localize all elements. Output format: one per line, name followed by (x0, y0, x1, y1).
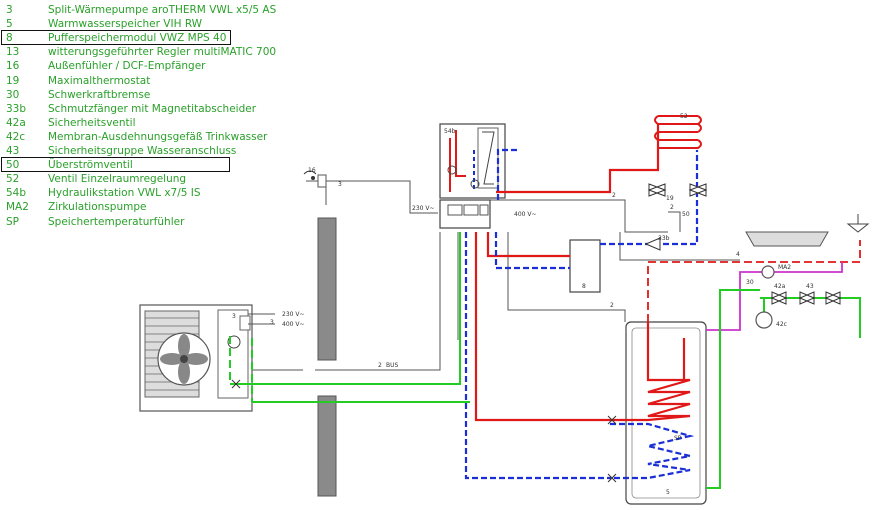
valves (231, 183, 842, 483)
legend-item: 30 Schwerkraftbremse (0, 88, 330, 102)
fan-icon (160, 334, 208, 384)
label-230v-b: 230 V~ (412, 205, 435, 212)
legend-item: 54b Hydraulikstation VWL x7/5 IS (0, 186, 330, 200)
label-30: 30 (746, 279, 754, 286)
legend-item: 43 Sicherheitsgruppe Wasseranschluss (0, 144, 330, 158)
controller-13 (439, 199, 491, 229)
legend-item: 19 Maximalthermostat (0, 74, 330, 88)
label-400v-a: 400 V~ (282, 321, 305, 328)
legend-item: MA2 Zirkulationspumpe (0, 200, 330, 214)
legend-item-text: Membran-Ausdehnungsgefäß Trinkwasser (48, 130, 268, 143)
legend-item: 50 Überströmventil (0, 158, 330, 172)
legend-item: 8 Pufferspeichermodul VWZ MPS 40 (0, 31, 330, 45)
legend-item-number: 30 (6, 88, 20, 101)
legend-item-text: Sicherheitsventil (48, 116, 136, 129)
label-33b: 33b (658, 235, 670, 242)
legend-item: 5 Warmwasserspeicher VIH RW (0, 17, 330, 31)
legend-highlight-box (1, 157, 230, 173)
legend-item-number: 3 (6, 4, 13, 16)
legend-item-number: SP (6, 215, 19, 228)
label-5: 5 (666, 489, 670, 496)
legend-item-number: 43 (6, 145, 20, 157)
legend-item: 52 Ventil Einzelraumregelung (0, 172, 330, 186)
legend-item-text: Split-Wärmepumpe aroTHERM VWL x5/5 AS (48, 4, 277, 16)
label-16: 16 (308, 167, 316, 174)
legend-item-number: 13 (6, 46, 20, 59)
legend-item: 42c Membran-Ausdehnungsgefäß Trinkwasser (0, 130, 330, 144)
legend-item: 33b Schmutzfänger mit Magnetitabscheider (0, 102, 330, 116)
label-3b: 3 (232, 313, 236, 320)
tap-icon (745, 214, 870, 247)
label-2c: 2 (610, 302, 614, 309)
legend-item-text: Pufferspeichermodul VWZ MPS 40 (48, 32, 227, 45)
legend-item-text: Außenfühler / DCF-Empfänger (48, 60, 206, 73)
legend-item-text: Überströmventil (48, 159, 133, 172)
legend-highlight-box (1, 30, 231, 46)
legend-item-text: witterungsgeführter Regler multiMATIC 70… (48, 46, 277, 59)
legend-item-text: Speichertemperaturfühler (48, 215, 185, 228)
legend-item-number: 5 (6, 18, 13, 31)
legend-item-number: 33b (6, 102, 27, 115)
label-2a: 2 (378, 362, 382, 369)
legend-item-text: Schwerkraftbremse (48, 88, 151, 101)
buffer-module-8 (569, 239, 601, 293)
dhw-cylinder-5 (610, 321, 707, 505)
legend-item-number: 16 (6, 60, 20, 73)
label-54b: 54b (444, 128, 456, 135)
label-42a: 42a (774, 283, 786, 290)
legend-item-text: Ventil Einzelraumregelung (48, 173, 187, 186)
expansion-vessel-42c-icon (755, 311, 773, 329)
label-400v-b: 400 V~ (514, 211, 537, 218)
label-2d: 2 (670, 204, 674, 211)
outdoor-heat-pump-unit (139, 304, 253, 412)
legend-item: 13 witterungsgeführter Regler multiMATIC … (0, 45, 330, 59)
label-230v-a: 230 V~ (282, 311, 305, 318)
legend-item-text: Maximalthermostat (48, 74, 151, 87)
label-sp: SP (674, 435, 682, 442)
label-50: 50 (682, 211, 690, 218)
legend-item-number: 8 (6, 32, 13, 45)
legend-item: 42a Sicherheitsventil (0, 116, 330, 130)
label-4: 4 (736, 251, 740, 258)
legend-item-text: Sicherheitsgruppe Wasseranschluss (48, 145, 237, 157)
label-3a: 3 (338, 181, 342, 188)
legend-item: 16 Außenfühler / DCF-Empfänger (0, 59, 330, 73)
legend-item: 3 Split-Wärmepumpe aroTHERM VWL x5/5 AS (0, 3, 330, 17)
legend-item-number: 50 (6, 159, 20, 172)
label-52: 52 (680, 113, 688, 120)
label-42c: 42c (776, 321, 787, 328)
label-19: 19 (666, 195, 674, 202)
label-2b: 2 (612, 192, 616, 199)
legend-item-text: Warmwasserspeicher VIH RW (48, 18, 203, 31)
legend-item-text: Hydraulikstation VWL x7/5 IS (48, 187, 201, 200)
label-bus: BUS (386, 362, 399, 369)
label-ma2: MA2 (778, 264, 791, 271)
legend-item: SP Speichertemperaturfühler (0, 215, 330, 229)
label-3c: 3 (270, 319, 274, 326)
label-43: 43 (806, 283, 814, 290)
legend-item-number: 52 (6, 173, 20, 186)
legend-item-number: 19 (6, 74, 20, 87)
legend-item-text: Schmutzfänger mit Magnetitabscheider (48, 102, 257, 115)
legend-item-number: 54b (6, 187, 27, 200)
wall (317, 217, 337, 497)
label-8: 8 (582, 283, 586, 290)
legend-item-number: MA2 (6, 201, 29, 214)
outdoor-sensor (303, 170, 327, 205)
hydraulic-station-54b (439, 123, 506, 199)
legend-item-number: 42c (6, 130, 26, 143)
legend-item-text: Zirkulationspumpe (48, 201, 147, 214)
circulation-pump-ma2-icon (761, 265, 775, 279)
legend-item-number: 42a (6, 116, 26, 129)
